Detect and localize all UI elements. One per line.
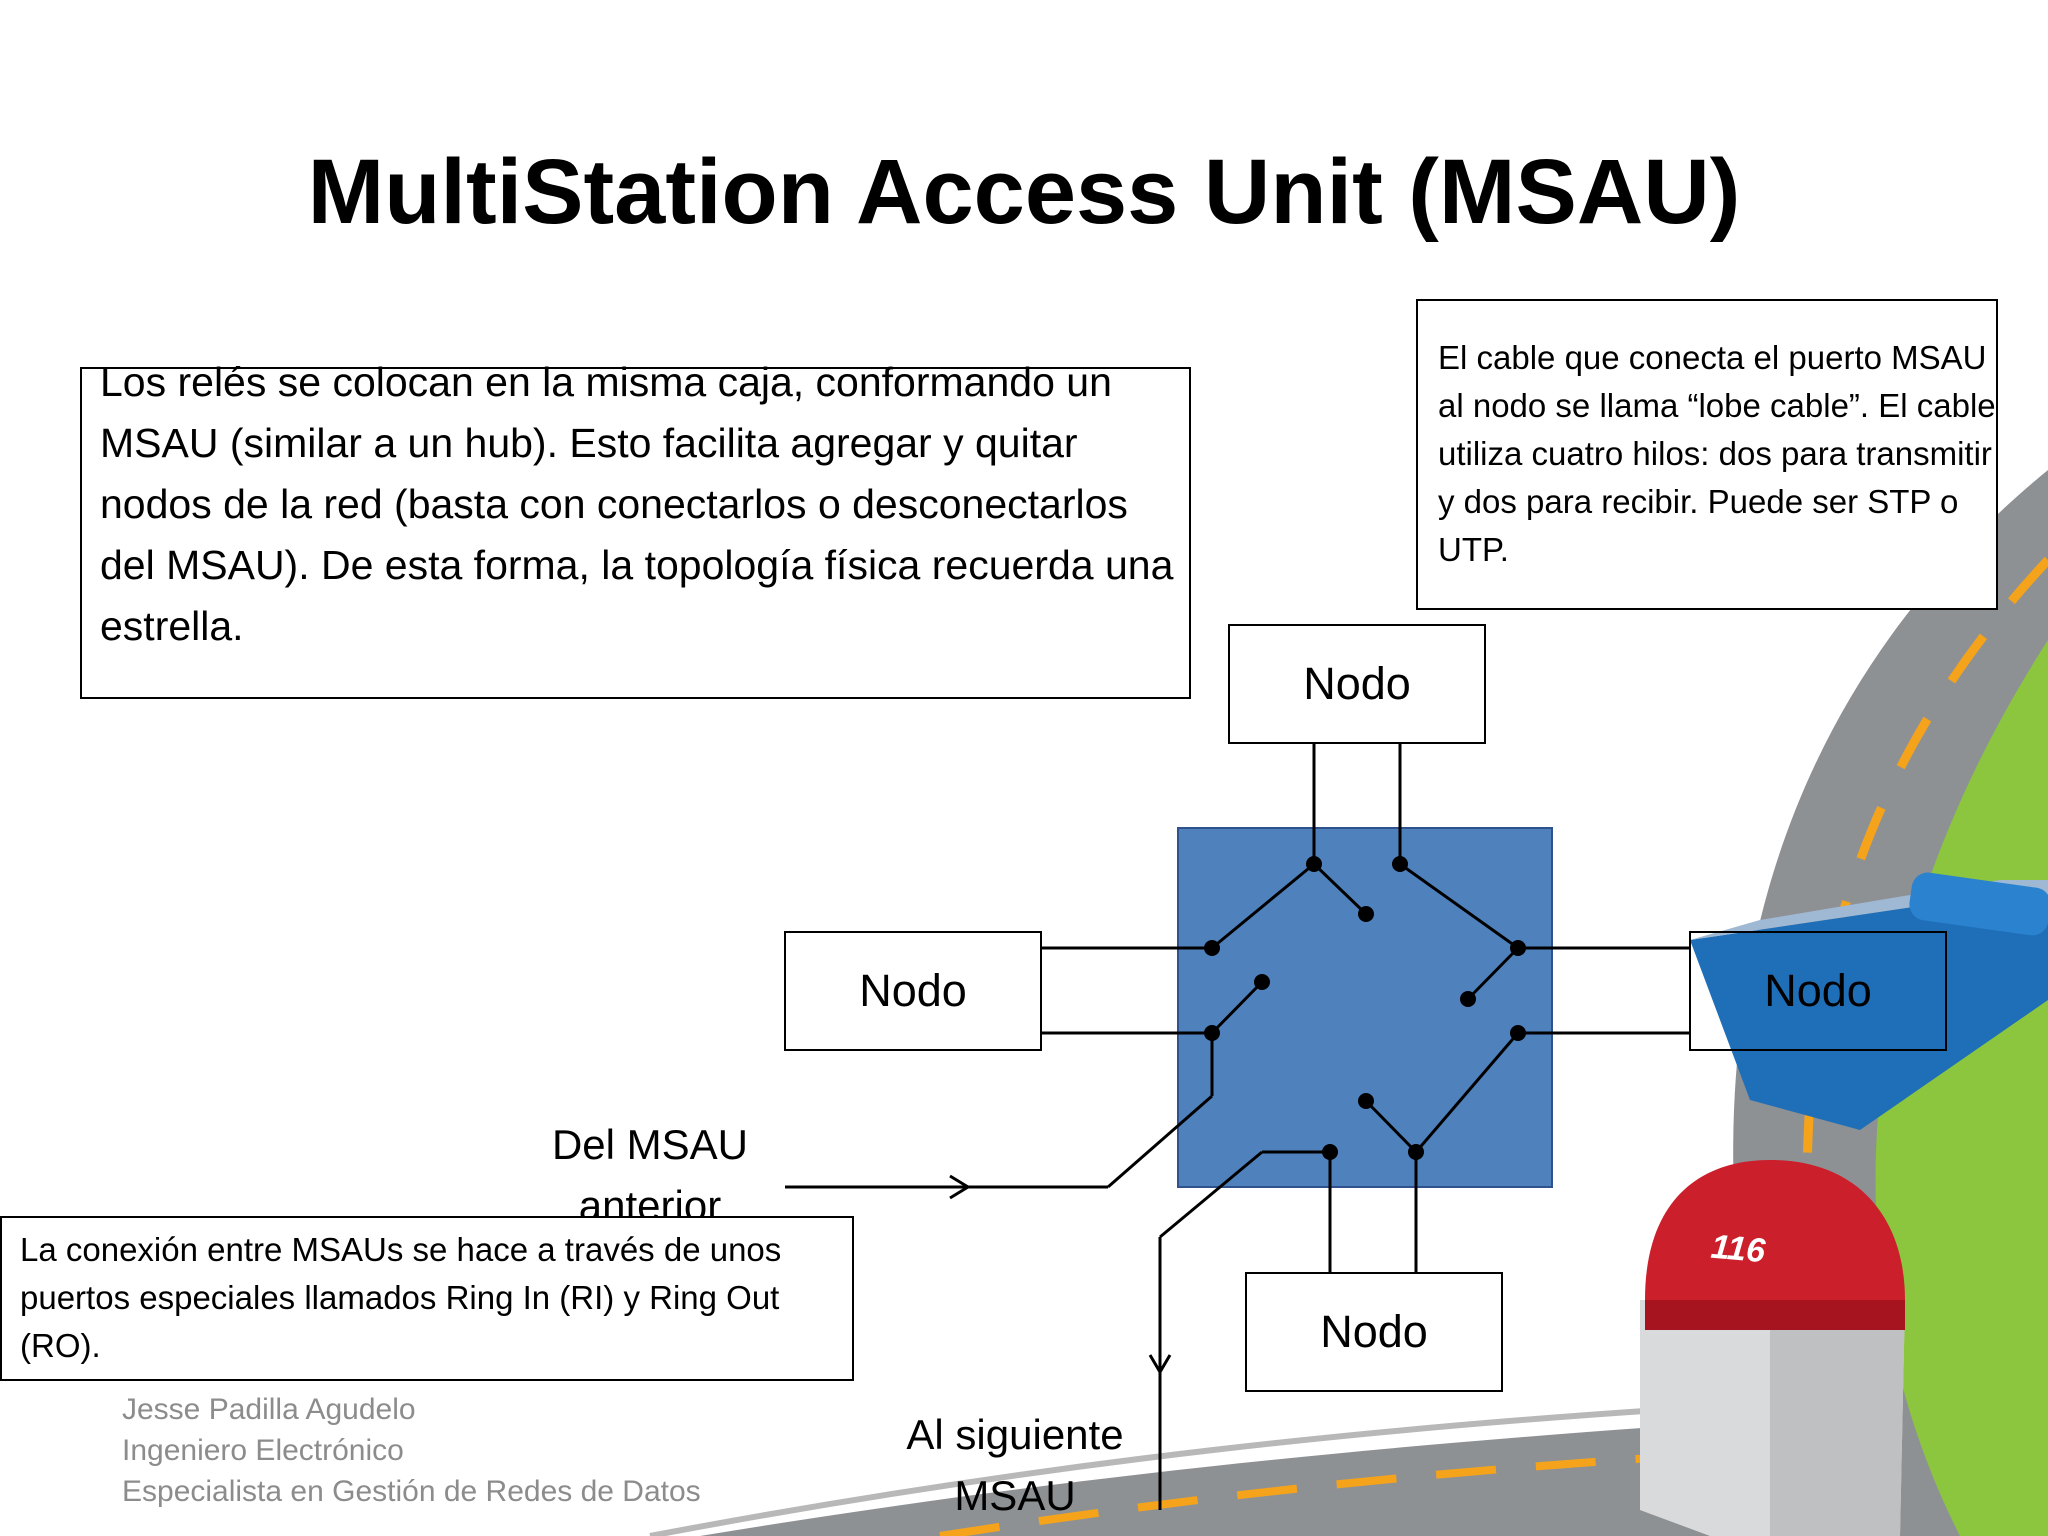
cable-note-box (1416, 299, 1998, 610)
relay-contact (1204, 940, 1220, 956)
road-edge (649, 1402, 1741, 1536)
main-description: Los relés se colocan en la misma caja, c… (100, 359, 1174, 649)
connection-note: La conexión entre MSAUs se hace a través… (20, 1231, 782, 1364)
wire (1364, 1099, 1418, 1154)
relay-contact (1392, 856, 1408, 872)
main-text-box (80, 367, 1191, 699)
relay-contact (1460, 991, 1476, 1007)
connection-note-box (0, 1216, 854, 1381)
wire (1159, 1150, 1263, 1239)
author-block: Jesse Padilla Agudelo Ingeniero Electrón… (122, 1389, 701, 1512)
relay-contact (1358, 1093, 1374, 1109)
relay-contact (1254, 974, 1270, 990)
author-role: Ingeniero Electrónico (122, 1434, 404, 1467)
road-bottom-stripe (939, 1451, 1701, 1536)
author-name: Jesse Padilla Agudelo (122, 1393, 416, 1426)
out-arrow-head (1148, 1354, 1172, 1375)
wire (1399, 862, 1519, 950)
in-arrow-head (949, 1174, 971, 1200)
page-title: MultiStation Access Unit (MSAU) (307, 141, 1741, 243)
wire (1414, 1032, 1520, 1153)
wire (1211, 862, 1315, 950)
relay-contact (1204, 1025, 1220, 1041)
node-top: Nodo (1228, 624, 1486, 744)
wire (1312, 862, 1368, 916)
road-sign (1690, 872, 2048, 1130)
wire (1466, 946, 1520, 1001)
page-number: 116 (1709, 1227, 1767, 1271)
road-stripe (1802, 556, 2048, 1261)
msau-box (1177, 827, 1553, 1188)
milestone (1640, 1160, 1905, 1536)
relay-contact (1408, 1144, 1424, 1160)
author-specialty: Especialista en Gestión de Redes de Dato… (122, 1475, 701, 1508)
relay-contact (1358, 906, 1374, 922)
relay-contact (1322, 1144, 1338, 1160)
road-bottom (700, 1420, 1780, 1536)
wire (1107, 1094, 1213, 1189)
relay-contact (1510, 940, 1526, 956)
node-left: Nodo (784, 931, 1042, 1051)
relay-contact (1306, 856, 1322, 872)
wire (1210, 980, 1264, 1035)
relay-contact (1510, 1025, 1526, 1041)
cable-note: El cable que conecta el puerto MSAU al n… (1438, 339, 1996, 568)
node-bottom: Nodo (1245, 1272, 1503, 1392)
out-label: Al siguiente MSAU (906, 1411, 1124, 1519)
node-right: Nodo (1689, 931, 1947, 1051)
